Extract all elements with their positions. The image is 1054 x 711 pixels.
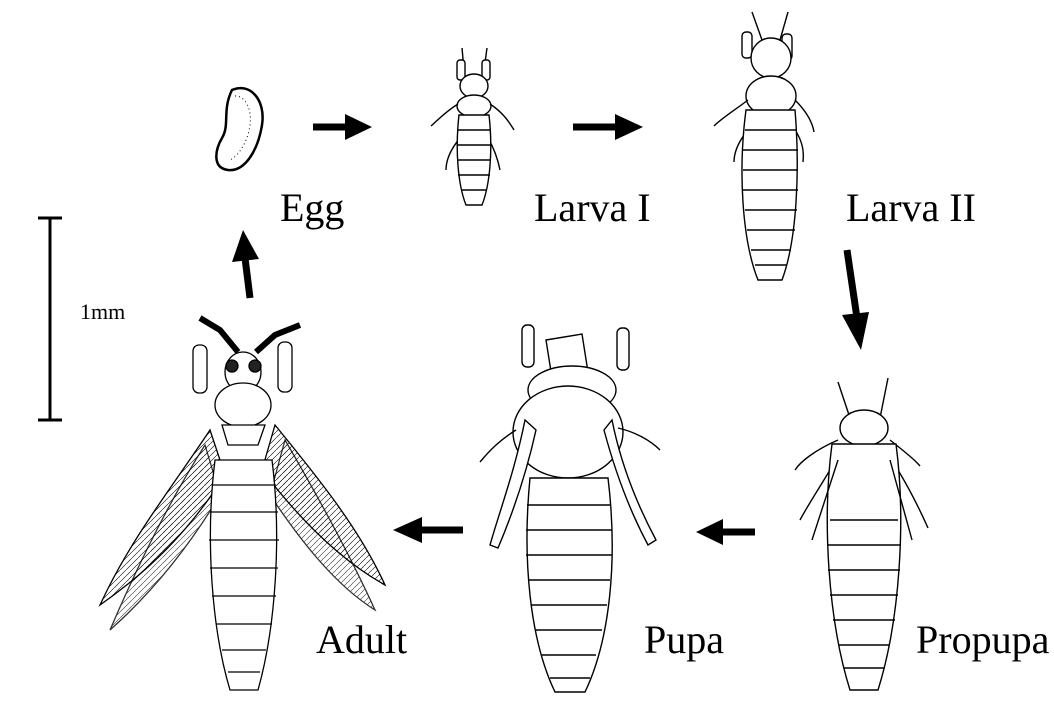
scale-bar (38, 218, 62, 420)
arrow-propupa-to-pupa (696, 519, 755, 545)
egg-illustration (216, 88, 262, 170)
label-pupa: Pupa (644, 620, 724, 660)
label-adult: Adult (316, 620, 407, 660)
label-egg: Egg (280, 188, 344, 228)
arrow-larva1-to-larva2 (573, 114, 643, 140)
arrow-adult-to-egg (232, 230, 259, 298)
larva2-illustration (714, 12, 814, 280)
label-larva1: Larva I (534, 188, 651, 228)
larva1-illustration (431, 48, 514, 205)
label-larva2: Larva II (846, 188, 976, 228)
label-propupa: Propupa (916, 620, 1049, 660)
pupa-illustration (480, 325, 660, 692)
arrow-egg-to-larva1 (313, 114, 372, 140)
arrow-larva2-to-propupa (842, 250, 869, 350)
arrow-pupa-to-adult (393, 517, 463, 543)
scale-bar-label: 1mm (80, 301, 125, 323)
propupa-illustration (795, 378, 928, 690)
